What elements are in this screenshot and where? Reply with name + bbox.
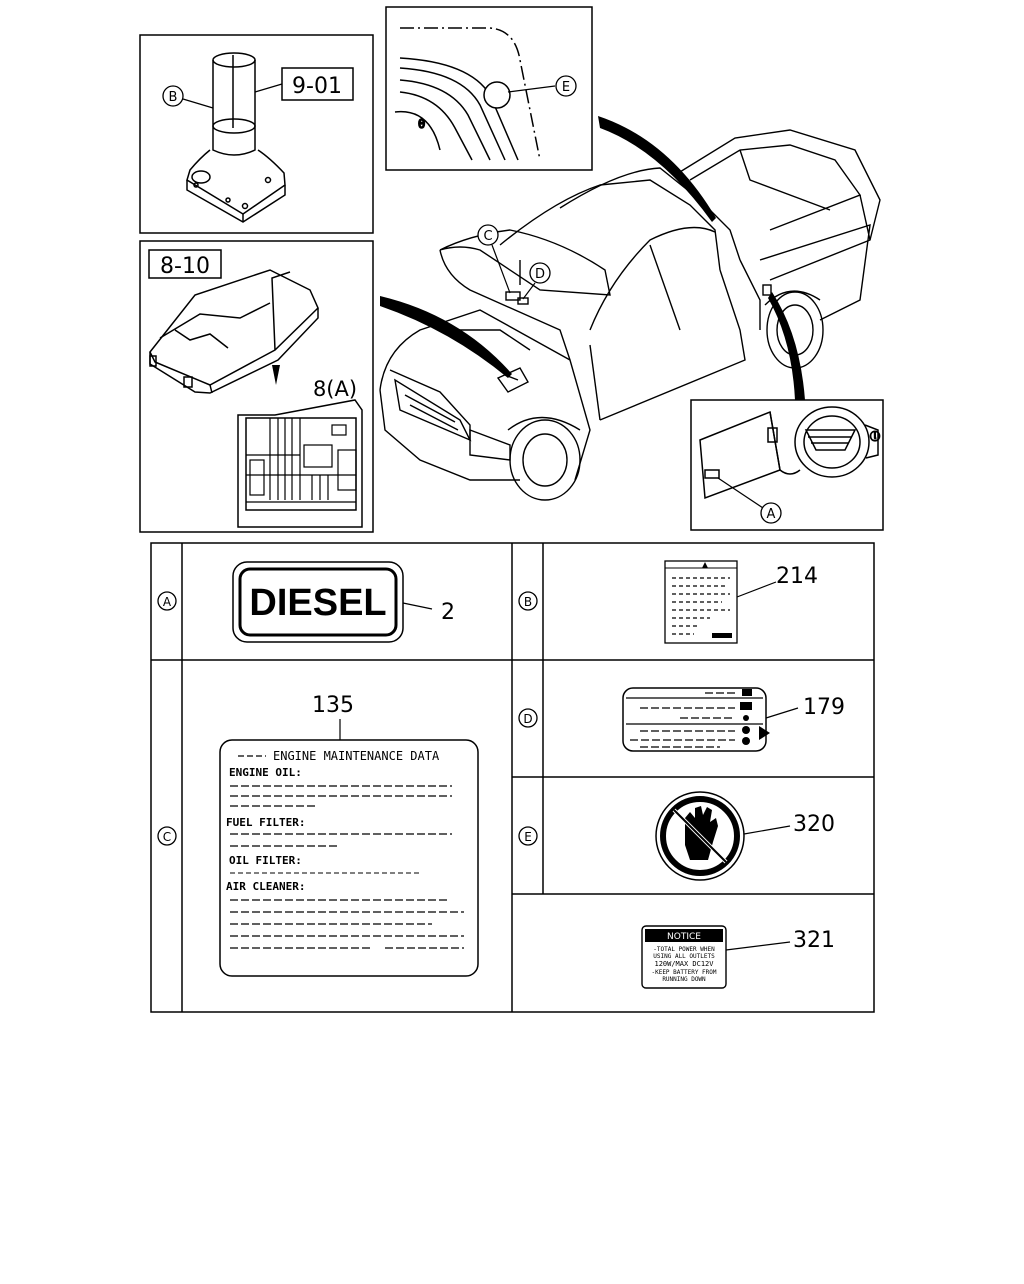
notice-line-3: 120W/MAX DC12V bbox=[654, 960, 714, 968]
notice-line-1: -TOTAL POWER WHEN bbox=[653, 946, 715, 953]
callout-c-truck: C bbox=[477, 224, 511, 294]
row-c-letter: C bbox=[163, 830, 171, 844]
svg-text:0: 0 bbox=[418, 117, 425, 131]
row-b-letter: B bbox=[524, 595, 532, 609]
label-table bbox=[150, 542, 875, 1013]
notice-label-321: NOTICE -TOTAL POWER WHEN USING ALL OUTLE… bbox=[641, 925, 835, 989]
part-179-label: 179 bbox=[803, 695, 845, 720]
ref-8-10-label: 8-10 bbox=[160, 254, 210, 279]
row-e-letter: E bbox=[524, 830, 532, 844]
callout-e-letter: E bbox=[562, 80, 570, 95]
callout-d-truck: D bbox=[522, 262, 551, 300]
pickup-truck bbox=[379, 129, 881, 501]
notice-line-4: -KEEP BATTERY FROM bbox=[651, 969, 716, 976]
row-letter-b: B bbox=[518, 591, 538, 611]
fender-inset: 0 bbox=[385, 6, 593, 171]
pointer-wedges bbox=[380, 116, 805, 400]
callout-8a: 8(A) bbox=[313, 377, 357, 401]
callout-b-letter: B bbox=[169, 90, 178, 105]
diesel-text: DIESEL bbox=[249, 582, 386, 624]
engine-oil-field: ENGINE OIL: bbox=[229, 766, 302, 779]
row-letter-c: C bbox=[157, 826, 177, 846]
callout-c-letter: C bbox=[483, 229, 492, 244]
row-a-letter: A bbox=[163, 595, 172, 609]
svg-text:ⓛ: ⓛ bbox=[870, 431, 880, 443]
callout-d-letter: D bbox=[535, 267, 545, 282]
row-letter-a: A bbox=[157, 591, 177, 611]
engine-data-label: 135 ENGINE MAINTENANCE DATA ENGINE OIL: … bbox=[219, 693, 479, 977]
ref-8a-label: 8(A) bbox=[313, 377, 357, 401]
row-letter-d: D bbox=[518, 708, 538, 728]
part-321-label: 321 bbox=[793, 928, 835, 953]
label-320: 320 bbox=[655, 791, 835, 881]
label-179: 179 bbox=[622, 687, 845, 752]
fuel-lid-inset: ⓛ bbox=[690, 399, 884, 531]
part-214-label: 214 bbox=[776, 564, 818, 589]
label-214: 214 bbox=[664, 560, 818, 644]
part-135-label: 135 bbox=[312, 693, 354, 718]
fuel-filter-field: FUEL FILTER: bbox=[226, 816, 305, 829]
notice-line-2: USING ALL OUTLETS bbox=[653, 953, 715, 960]
diesel-label: DIESEL 2 bbox=[232, 561, 455, 643]
callout-a-fuel-lid: A bbox=[717, 477, 782, 524]
row-letter-e: E bbox=[518, 826, 538, 846]
notice-title: NOTICE bbox=[667, 932, 701, 942]
ref-9-01-label: 9-01 bbox=[292, 74, 342, 99]
notice-line-5: RUNNING DOWN bbox=[662, 976, 706, 983]
callout-a-letter: A bbox=[767, 507, 776, 522]
row-letters: A B C D E bbox=[157, 591, 538, 846]
oil-filter-field: OIL FILTER: bbox=[229, 854, 302, 867]
part-2-label: 2 bbox=[441, 600, 455, 625]
fusebox-inset bbox=[139, 240, 374, 533]
part-320-label: 320 bbox=[793, 812, 835, 837]
jack-inset bbox=[139, 34, 374, 234]
row-d-letter: D bbox=[523, 712, 532, 726]
callout-8-10: 8-10 bbox=[148, 249, 222, 279]
callout-e-fender: E bbox=[507, 75, 577, 97]
callout-b-jack: B bbox=[162, 85, 214, 109]
callout-9-01: 9-01 bbox=[254, 67, 354, 101]
air-cleaner-field: AIR CLEANER: bbox=[226, 880, 305, 893]
engine-heading: ENGINE MAINTENANCE DATA bbox=[273, 749, 440, 763]
